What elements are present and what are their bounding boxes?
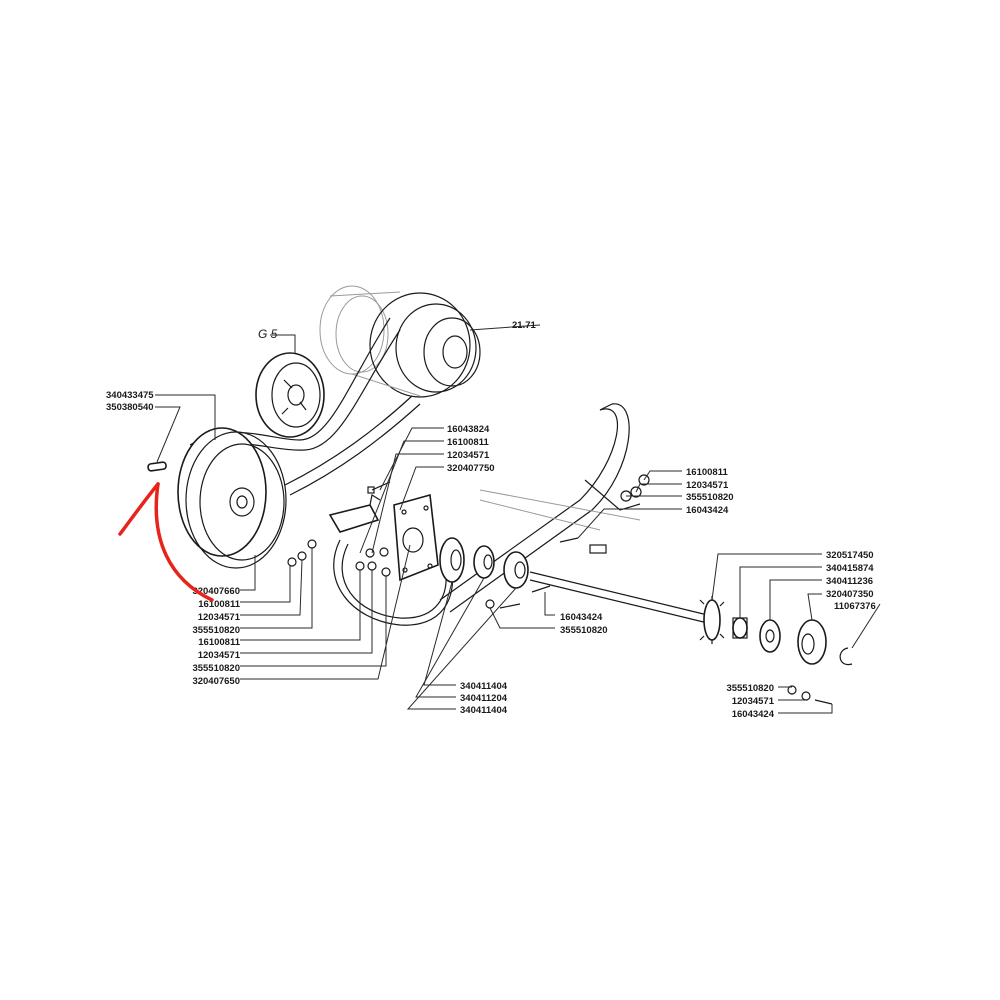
part-number: 320407650: [192, 676, 240, 687]
part-number: 355510820: [726, 683, 774, 694]
part-number: 355510820: [686, 492, 734, 503]
part-number: 16043424: [560, 612, 603, 623]
part-number: 16043824: [447, 424, 490, 435]
part-number: 12034571: [732, 696, 775, 707]
belt-guard: [333, 539, 454, 626]
idler-pulley: [255, 352, 325, 438]
sprocket: [699, 596, 725, 644]
part-number: 16100811: [198, 599, 240, 610]
part-number: 320407660: [192, 586, 240, 597]
frame-arm: [439, 403, 641, 613]
part-number: 340411204: [460, 693, 508, 704]
flange-2: [473, 545, 495, 579]
part-number: 16100811: [447, 437, 489, 448]
part-number: 355510820: [192, 625, 240, 636]
part-number: 340415874: [826, 563, 874, 574]
key-pin: [147, 461, 167, 472]
small-bracket: [328, 494, 381, 533]
part-number: 16100811: [198, 637, 240, 648]
part-number: 350380540: [106, 402, 154, 413]
part-number: 355510820: [192, 663, 240, 674]
part-number: 12034571: [198, 650, 241, 661]
flange-3: [503, 551, 529, 589]
part-number: 320407350: [826, 589, 874, 600]
bracket-plate: [393, 493, 439, 582]
collar: [797, 619, 827, 665]
part-number: 12034571: [447, 450, 490, 461]
leader-lines: [155, 334, 881, 714]
part-number: 12034571: [198, 612, 241, 623]
part-number: 355510820: [560, 625, 608, 636]
bushing-1: [732, 617, 748, 639]
fasteners-upper-right: [620, 474, 650, 502]
part-number: 340411236: [826, 576, 873, 587]
circlip: [839, 647, 853, 666]
part-number: 340411404: [460, 681, 508, 692]
red-arrow-annotation: [118, 482, 214, 602]
part-number: 12034571: [686, 480, 729, 491]
part-number: 16043424: [732, 709, 775, 720]
part-number: 11067376: [834, 601, 876, 612]
part-number: 16100811: [686, 467, 728, 478]
flange-1: [439, 537, 465, 583]
shaft: [529, 571, 721, 627]
rear-drum: [319, 285, 541, 398]
group-label: G 5: [258, 327, 278, 341]
part-number: 340433475: [106, 390, 154, 401]
part-number: 320517450: [826, 550, 874, 561]
part-number: 340411404: [460, 705, 508, 716]
part-number: 16043424: [686, 505, 729, 516]
bolt-lower-right: [787, 685, 833, 705]
hub: [759, 619, 781, 653]
partial-label: 21.71: [512, 320, 536, 331]
part-number: 320407750: [447, 463, 495, 474]
fasteners-left: [287, 539, 391, 577]
main-pulley: [177, 427, 287, 569]
